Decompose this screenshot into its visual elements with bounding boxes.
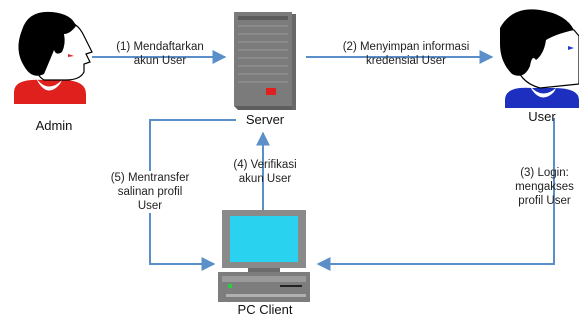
edge-4-label: (4) Verifikasi akun User [222,158,308,186]
edge-3-label-line1: (3) Login: [520,167,569,179]
user-icon [500,9,579,108]
user-label: User [528,109,556,124]
edge-5-label-line1: (5) Mentransfer [110,172,190,184]
edge-2-label-line1: (2) Menyimpan informasi [342,41,470,53]
edge-3-arrow [316,118,555,271]
pc-client-label: PC Client [237,302,293,317]
edge-3-label-line2: mengakses [515,181,574,193]
edge-2-label: (2) Menyimpan informasi kredensial User [328,40,484,68]
server-label: Server [245,112,285,127]
edge-5-label-line3: User [137,200,163,212]
edge-3-label-line3: profil User [518,195,571,207]
admin-label: Admin [35,118,73,133]
edge-1-label-line1: (1) Mendaftarkan [116,41,204,53]
edge-1-label-line2: akun User [133,55,187,67]
admin-icon [14,11,93,104]
edge-5-label: (5) Mentransfer salinan profil User [104,171,196,213]
edge-2-label-line2: kredensial User [366,55,446,67]
edge-4-label-line2: akun User [238,173,292,185]
edge-4-label-line1: (4) Verifikasi [233,159,297,171]
edge-1-label: (1) Mendaftarkan akun User [104,40,216,68]
server-icon [234,12,296,110]
edge-3-label: (3) Login: mengakses profil User [510,166,579,208]
edge-5-label-line2: salinan profil [117,186,183,198]
pc-client-icon [218,210,310,302]
